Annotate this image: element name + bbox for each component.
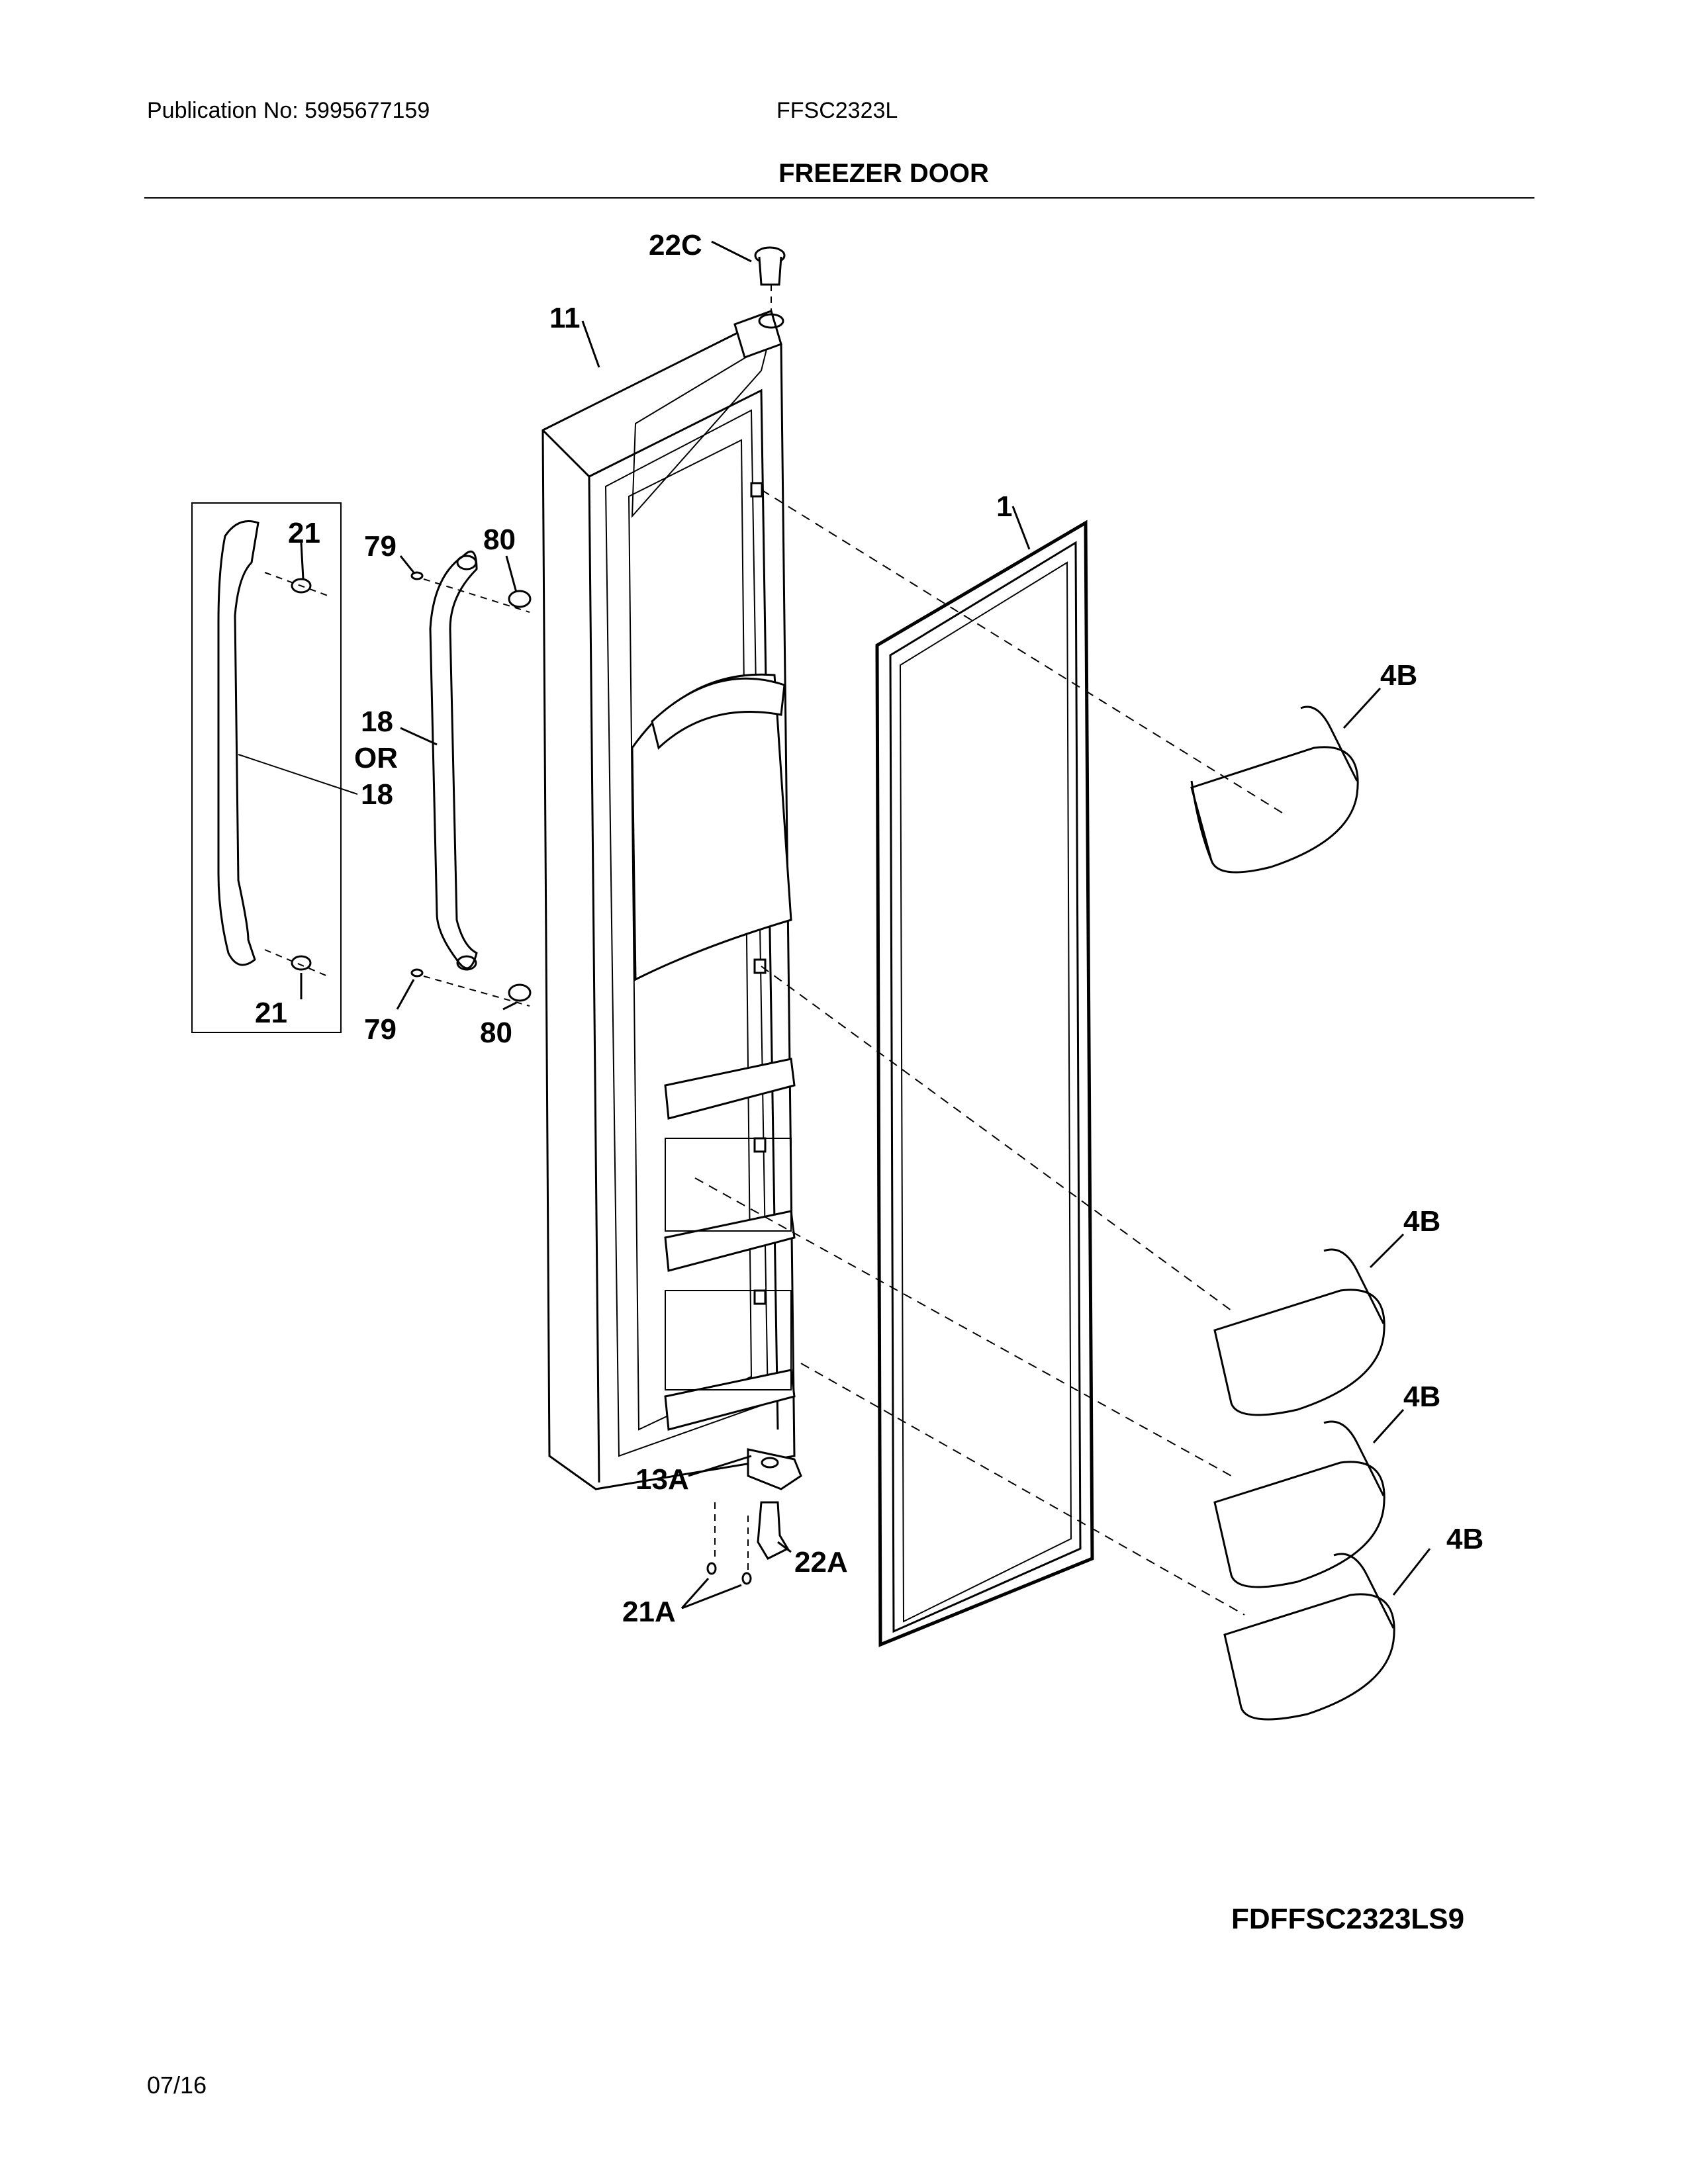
freezer-door-part [541,310,796,1490]
door-gasket-part [875,520,1094,1647]
callout-11: 11 [549,302,581,334]
callout-21A: 21A [622,1596,676,1628]
callout-22A: 22A [794,1546,848,1578]
callout-4B-4: 4B [1446,1523,1483,1555]
door-bin-part [1223,1553,1395,1721]
page-title: FREEZER DOOR [778,159,989,188]
callout-4B-2: 4B [1403,1205,1440,1238]
callout-21-bottom: 21 [255,997,287,1029]
alignment-lines [694,489,1285,1615]
bottom-hinge-part [706,1448,802,1585]
callout-79-bottom: 79 [364,1013,397,1046]
callout-21-top: 21 [288,517,320,549]
leader-lines [300,240,1431,1610]
callout-or: OR [354,742,398,774]
callout-80-top: 80 [483,523,516,556]
model-number: FFSC2323L [776,98,898,123]
door-bin-part [1213,1420,1385,1588]
callout-79-top: 79 [364,530,397,563]
publication-date: 07/16 [147,2071,207,2099]
handle-option-box [191,502,358,1033]
callout-80-bottom: 80 [480,1017,512,1049]
diagram-code: FDFFSC2323LS9 [1231,1903,1465,1935]
callout-4B-1: 4B [1380,659,1417,692]
publication-number: Publication No: 5995677159 [147,98,430,123]
callout-13A: 13A [635,1463,689,1496]
callout-18-a: 18 [361,705,393,738]
callout-4B-3: 4B [1403,1381,1440,1413]
callout-22C: 22C [649,229,702,261]
door-bin-part [1190,705,1359,874]
door-handle-part [429,550,478,971]
door-bin-part [1213,1248,1385,1416]
header-divider [144,197,1534,199]
callout-1: 1 [996,490,1012,523]
top-hinge-bushing-part [754,246,786,318]
callout-18-b: 18 [361,778,393,811]
handle-screws-part [264,571,532,1007]
